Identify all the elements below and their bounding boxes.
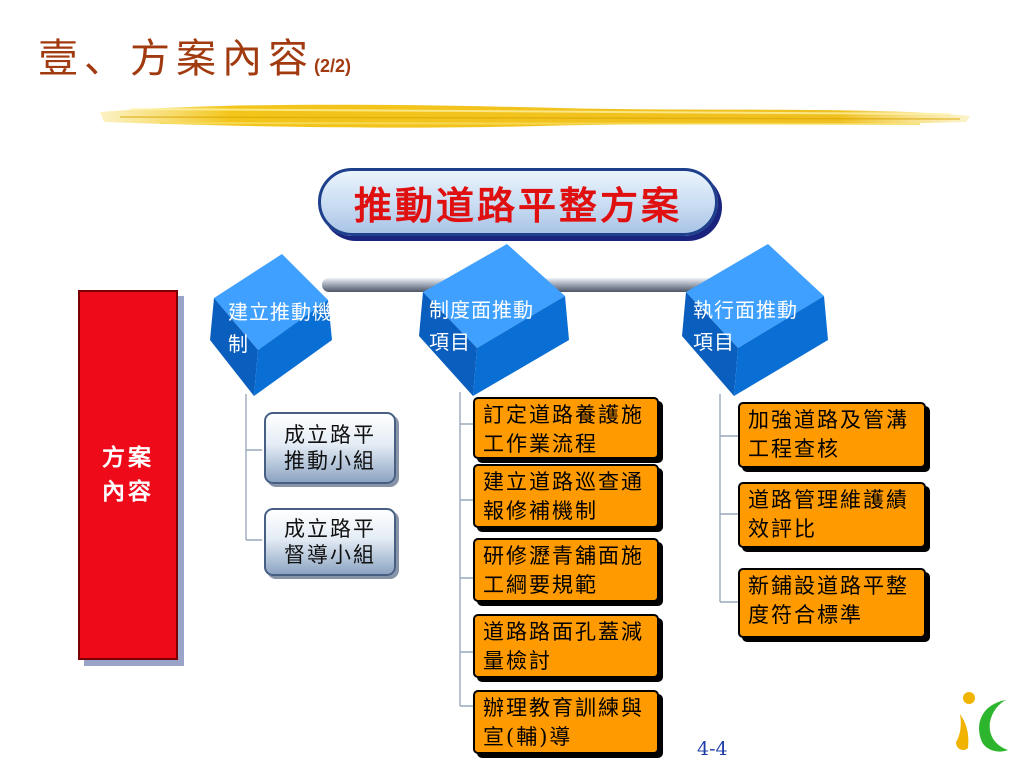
- mechanism-item: 成立路平推動小組: [284, 423, 376, 473]
- system-item: 道路路面孔蓋減量檢討: [483, 620, 644, 673]
- mechanism-item-box: 成立路平推動小組: [264, 412, 396, 484]
- cube-mechanism: [210, 254, 332, 396]
- title-suffix: (2/2): [314, 56, 352, 76]
- execution-item-box: 道路管理維護績效評比: [738, 482, 926, 548]
- system-item-box: 辦理教育訓練與宣(輔)導: [473, 690, 659, 754]
- execution-item: 新鋪設道路平整度符合標準: [748, 574, 909, 627]
- tree-lines: [245, 392, 738, 707]
- main-plan-title-box: 推動道路平整方案: [318, 168, 718, 236]
- category-execution-label: 執行面推動項目: [693, 298, 798, 354]
- system-item-box: 訂定道路養護施工作業流程: [473, 397, 659, 459]
- logo-icon: [956, 692, 1008, 752]
- system-item-box: 研修瀝青舖面施工綱要規範: [473, 538, 659, 602]
- execution-item: 加強道路及管溝工程查核: [748, 408, 909, 461]
- execution-item-box: 新鋪設道路平整度符合標準: [738, 568, 926, 638]
- system-item: 辦理教育訓練與宣(輔)導: [483, 696, 644, 749]
- system-item-box: 建立道路巡查通報修補機制: [473, 464, 659, 528]
- system-item: 研修瀝青舖面施工綱要規範: [483, 544, 644, 597]
- mechanism-item-box: 成立路平督導小組: [264, 508, 396, 576]
- execution-item: 道路管理維護績效評比: [748, 488, 909, 541]
- title-main: 壹、方案內容: [38, 36, 314, 82]
- system-item: 訂定道路養護施工作業流程: [483, 403, 644, 456]
- cube-system: [419, 244, 569, 396]
- system-item: 建立道路巡查通報修補機制: [483, 470, 644, 523]
- execution-item-box: 加強道路及管溝工程查核: [738, 402, 926, 468]
- category-system-label: 制度面推動項目: [429, 298, 534, 354]
- side-label: 方案內容: [102, 443, 154, 506]
- title-underline-brush: [100, 104, 970, 128]
- system-item-box: 道路路面孔蓋減量檢討: [473, 614, 659, 678]
- category-mechanism-label: 建立推動機制: [228, 300, 333, 356]
- side-label-box: 方案內容: [78, 290, 178, 660]
- page-number: 4-4: [697, 738, 728, 760]
- page-title: 壹、方案內容(2/2): [38, 26, 351, 84]
- mechanism-item: 成立路平督導小組: [284, 517, 376, 567]
- main-plan-title: 推動道路平整方案: [353, 182, 682, 228]
- cube-execution: [682, 244, 828, 396]
